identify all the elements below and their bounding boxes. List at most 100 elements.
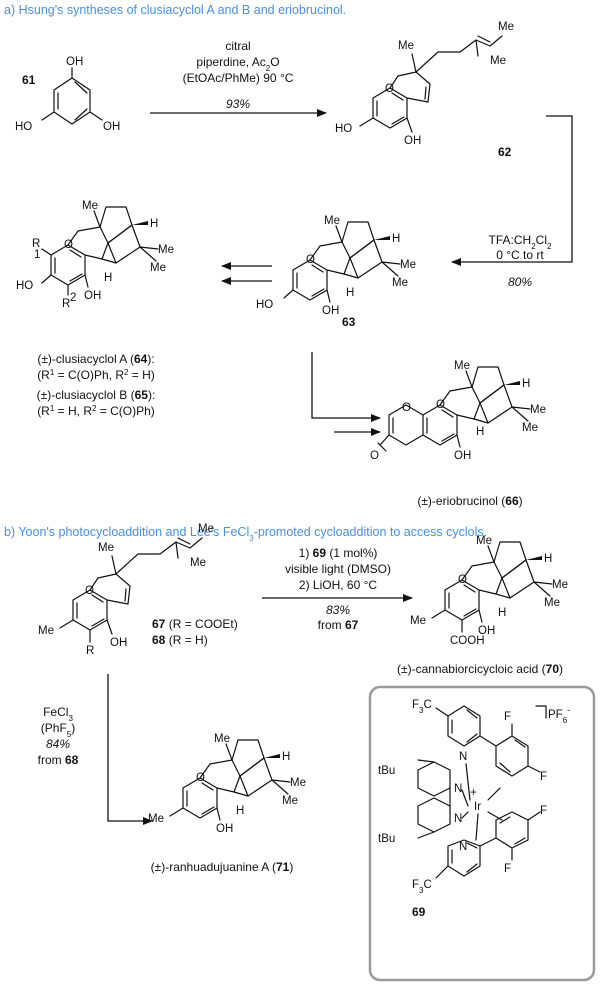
hydrogen-label: H xyxy=(104,272,112,284)
oh-label: OH xyxy=(478,625,495,637)
reaction-yield: 93% xyxy=(226,97,250,111)
reaction-conditions: (EtOAc/PhMe) 90 °C xyxy=(183,71,294,85)
label-67: 67 (R = COOEt) xyxy=(152,617,238,631)
oh-label: OH xyxy=(454,450,471,462)
reaction-from: from 67 xyxy=(318,618,359,632)
fluoro-label: F xyxy=(540,805,547,817)
compound-61: OH HO OH xyxy=(15,56,120,133)
counterion-label: PF6- xyxy=(548,705,570,725)
section-b-heading: b) Yoon's photocycloaddition and Lee's F… xyxy=(4,525,487,543)
methyl-label: Me xyxy=(98,542,114,554)
cannabiorcicycloic-acid-label: (±)-cannabiorcicycloic acid (70) xyxy=(397,662,563,676)
methyl-label: Me xyxy=(148,813,164,825)
reaction-arrow xyxy=(451,115,573,266)
fluoro-label: F xyxy=(504,711,511,723)
methyl-label: Me xyxy=(150,262,166,274)
compound-71: Me O H Me Me H Me OH xyxy=(148,733,306,835)
r1-label: R xyxy=(32,238,40,250)
nitrogen-label: N xyxy=(459,841,467,853)
reaction-from: from 68 xyxy=(38,753,79,767)
compound-number-61: 61 xyxy=(22,73,36,87)
charge-plus: + xyxy=(470,787,477,799)
label-68: 68 (R = H) xyxy=(152,633,208,647)
methyl-label: Me xyxy=(410,615,426,627)
r2-sup: 2 xyxy=(70,292,76,304)
clusiacyclol-a-label: (±)-clusiacyclol A (64): xyxy=(37,352,154,366)
compound-67-68: Me Me Me O Me R OH xyxy=(38,523,214,657)
section-a-heading: a) Hsung's syntheses of clusiacyclol A a… xyxy=(4,3,346,17)
fluoro-label: F xyxy=(540,771,547,783)
hydrogen-label: H xyxy=(392,233,400,245)
r1-sub: 1 xyxy=(34,249,40,261)
catalyst-69-structure: PF6- F F F3C N tBu tBu N N Ir + F F F3C xyxy=(378,699,570,895)
methyl-label: Me xyxy=(400,259,416,271)
compound-number-62: 62 xyxy=(498,145,512,159)
oxygen-label: O xyxy=(64,239,73,251)
oxygen-label: O xyxy=(85,585,94,597)
ho-label: HO xyxy=(335,123,352,135)
clusiacyclol-b-label: (±)-clusiacyclol B (65): xyxy=(37,388,156,402)
oxygen-label: O xyxy=(370,450,379,462)
reaction-arrow xyxy=(311,352,381,422)
methyl-label: Me xyxy=(214,733,230,745)
compound-62: Me Me Me O HO OH xyxy=(335,21,514,147)
methyl-label: Me xyxy=(38,625,54,637)
reaction-conditions: 0 °C to rt xyxy=(496,248,544,262)
catalyst-69-frame xyxy=(368,685,596,982)
methyl-label: Me xyxy=(190,557,206,569)
reaction-yield: 83% xyxy=(326,603,350,617)
compound-66: Me O O O H Me Me H OH xyxy=(370,360,546,462)
oh-label: OH xyxy=(216,823,233,835)
reagent-tfa: TFA:CH2Cl2 xyxy=(489,233,552,251)
clusiacyclol-a-definition: (R1 = C(O)Ph, R2 = H) xyxy=(37,368,155,383)
methyl-label: Me xyxy=(392,277,408,289)
hydrogen-label: H xyxy=(476,426,484,438)
reagent-fecl3: FeCl3 xyxy=(43,705,73,723)
methyl-label: Me xyxy=(82,200,98,212)
clusiacyclol-b-definition: (R1 = H, R2 = C(O)Ph) xyxy=(37,404,155,419)
oh-label: OH xyxy=(84,290,101,302)
iridium-label: Ir xyxy=(474,801,481,813)
oh-label: OH xyxy=(66,56,83,68)
oxygen-label: O xyxy=(196,772,205,784)
tbu-label: tBu xyxy=(378,765,395,777)
hydrogen-label: H xyxy=(236,805,244,817)
methyl-label: Me xyxy=(324,215,340,227)
reaction-arrow xyxy=(107,674,153,825)
reagent-solvent: (PhF5) xyxy=(41,721,75,739)
methyl-label: Me xyxy=(552,579,568,591)
hydrogen-label: H xyxy=(544,553,552,565)
methyl-label: Me xyxy=(498,21,514,33)
oxygen-label: O xyxy=(385,83,394,95)
compound-number-69: 69 xyxy=(412,905,426,919)
compound-64-65: Me O H Me Me H R 1 HO R 2 OH xyxy=(16,200,174,310)
reagent-citral: citral xyxy=(225,39,250,53)
ho-label: HO xyxy=(256,299,273,311)
oxygen-label: O xyxy=(458,574,467,586)
methyl-label: Me xyxy=(522,422,538,434)
oh-label: OH xyxy=(322,305,339,317)
methyl-label: Me xyxy=(282,795,298,807)
oh-label: OH xyxy=(110,637,127,649)
methyl-label: Me xyxy=(198,523,214,535)
methyl-label: Me xyxy=(398,40,414,52)
cf3-label: F3C xyxy=(412,699,432,715)
hydrogen-label: H xyxy=(282,751,290,763)
r-label: R xyxy=(86,645,94,657)
r2-label: R xyxy=(62,298,70,310)
hydrogen-label: H xyxy=(522,378,530,390)
oh-label: OH xyxy=(404,135,421,147)
reaction-conditions: visible light (DMSO) xyxy=(285,562,391,576)
methyl-label: Me xyxy=(544,597,560,609)
hydrogen-label: H xyxy=(498,607,506,619)
reaction-yield: 80% xyxy=(508,275,532,289)
methyl-label: Me xyxy=(476,535,492,547)
reagent-piperidine: piperdine, Ac2O xyxy=(196,55,279,73)
cooh-label: COOH xyxy=(450,635,485,647)
methyl-label: Me xyxy=(290,777,306,789)
hydrogen-label: H xyxy=(150,218,158,230)
compound-number-63: 63 xyxy=(342,315,356,329)
cf3-label: F3C xyxy=(412,879,432,895)
methyl-label: Me xyxy=(454,360,470,372)
